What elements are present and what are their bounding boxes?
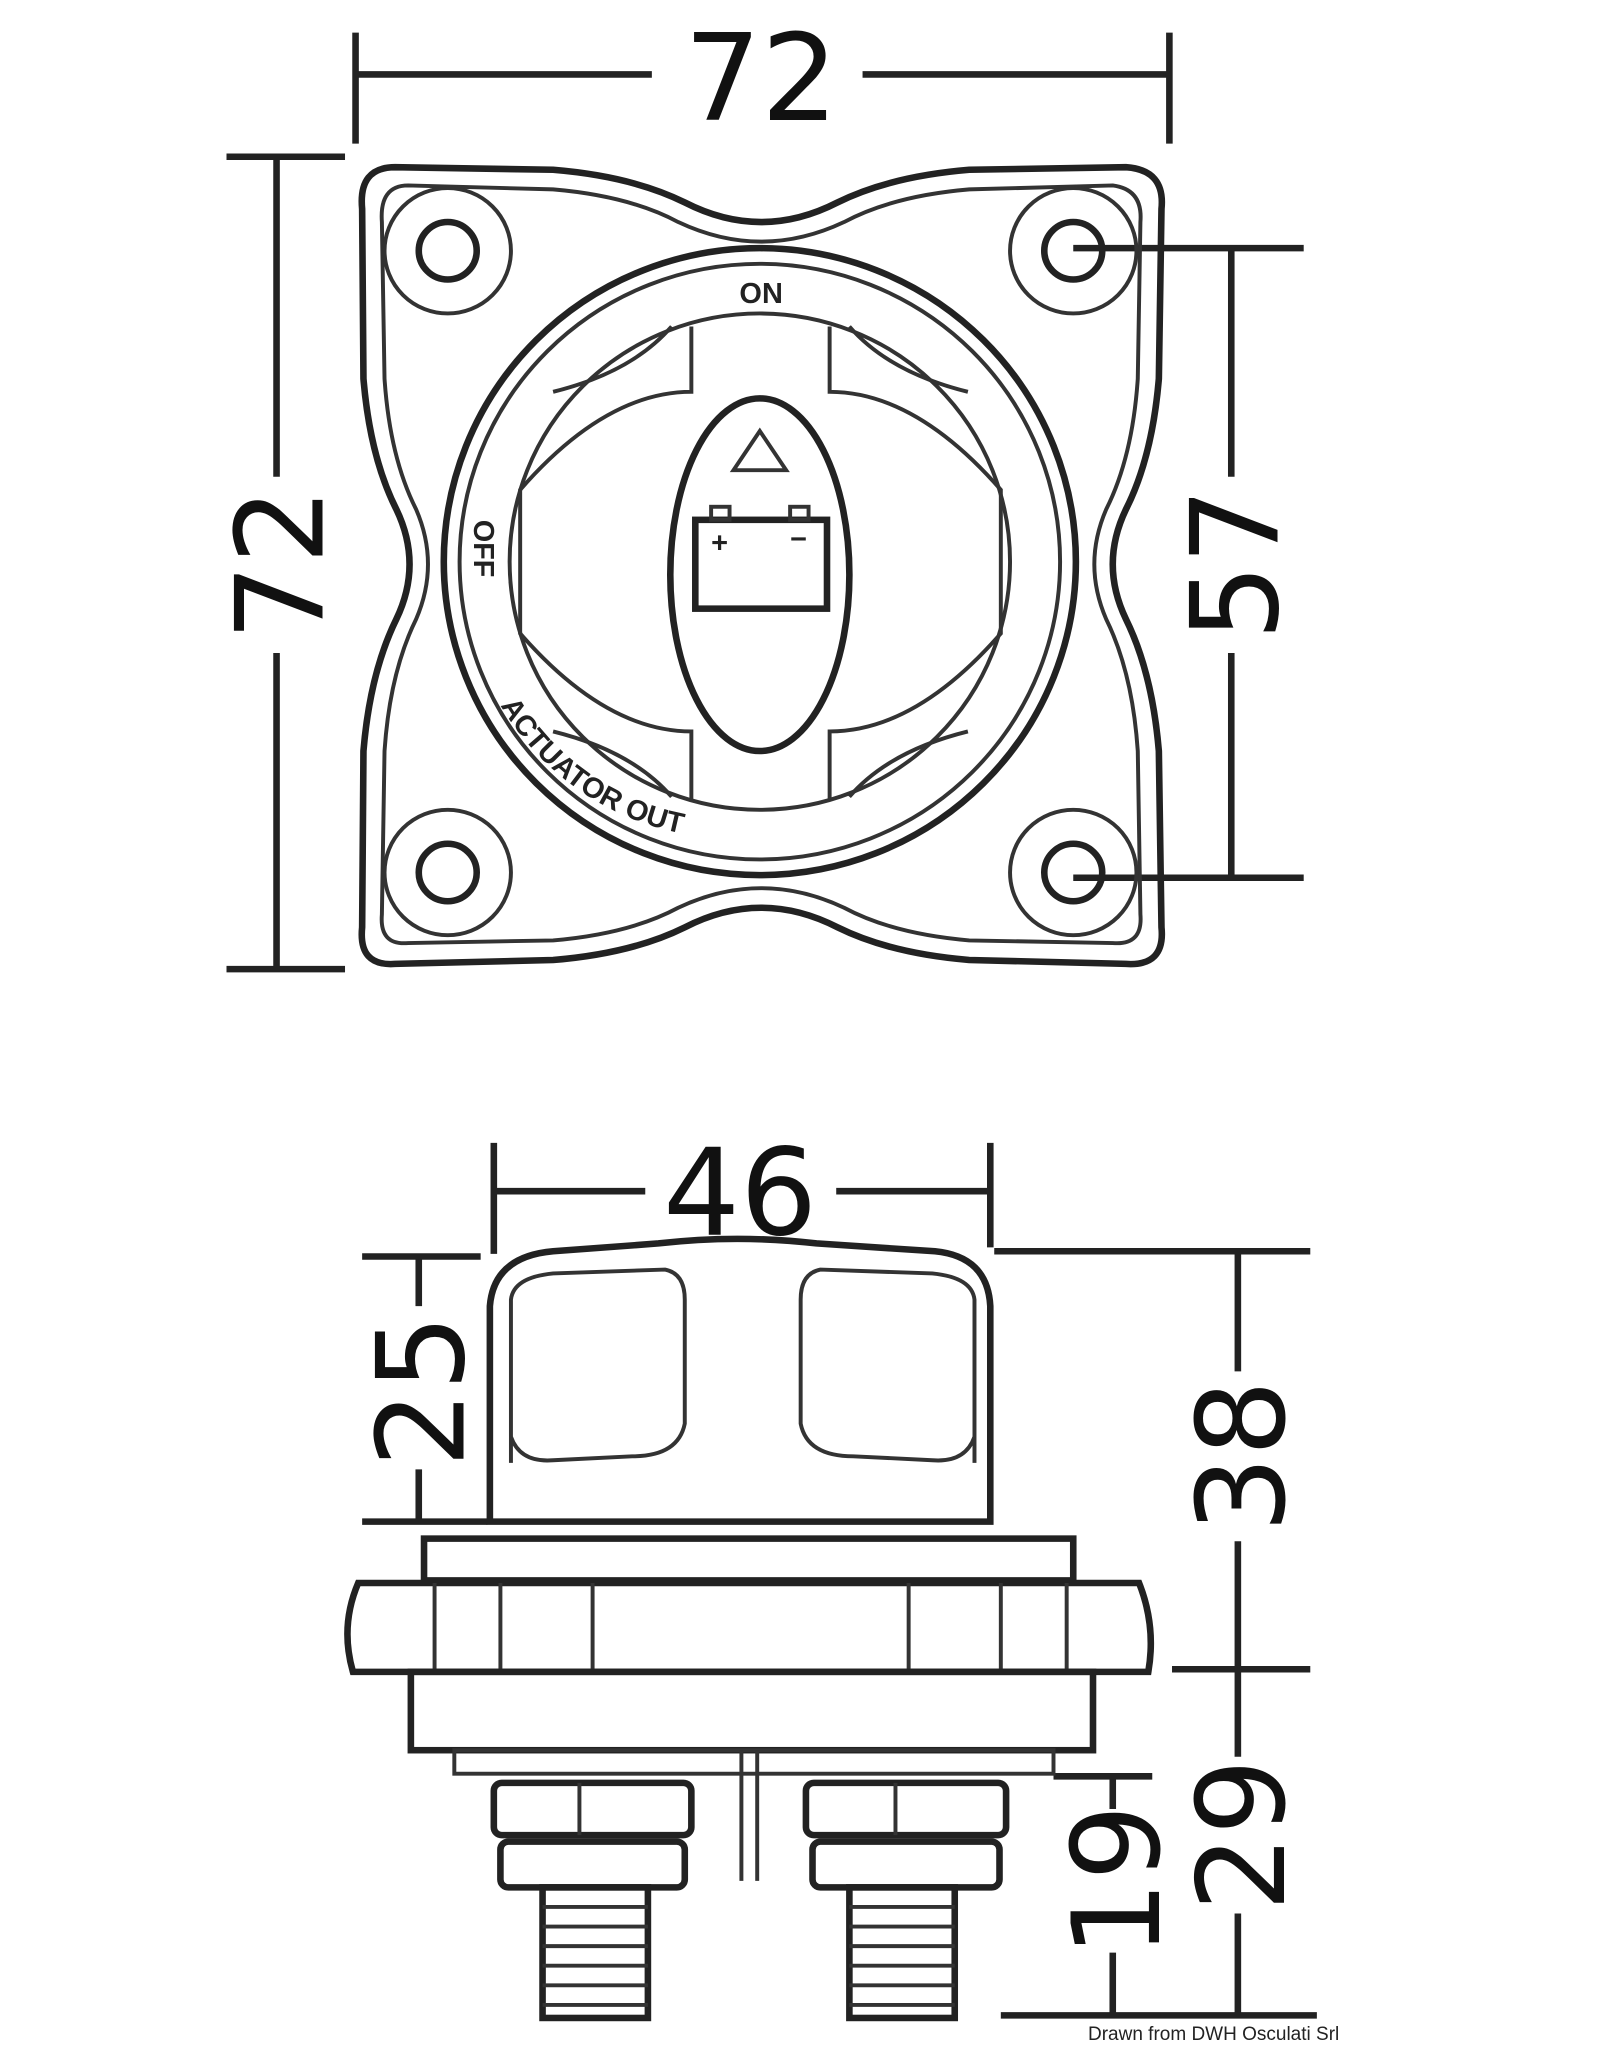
dim-label-38: 38 (1172, 1380, 1313, 1533)
svg-text:−: − (790, 524, 807, 556)
actuator-knob: +− (518, 325, 1003, 800)
dim-upper-height: 38 (994, 1248, 1313, 1673)
switch-top-view: +− ON OFF ACTUATOR OUT (358, 163, 1166, 968)
dim-top-height: 72 (211, 153, 352, 973)
dim-label-72-width: 72 (684, 10, 838, 149)
arrow-up-icon (729, 427, 790, 473)
dim-knob-width: 46 (490, 1124, 994, 1263)
dim-knob-height: 25 (352, 1253, 493, 1525)
mount-hole (1008, 186, 1139, 316)
mount-hole (1008, 807, 1139, 938)
dim-label-29: 29 (1172, 1759, 1313, 1912)
label-on: ON (739, 278, 782, 310)
dim-top-width: 72 (352, 10, 1173, 149)
battery-icon: +− (692, 504, 831, 612)
dim-label-57: 57 (1166, 488, 1307, 641)
dim-lower-height: 29 (1172, 1669, 1313, 2016)
mount-hole (382, 186, 513, 316)
caption: Drawn from DWH Osculati Srl (1088, 2024, 1340, 2045)
dim-label-25: 25 (352, 1315, 493, 1468)
dim-stud-height: 19 (1000, 1773, 1317, 2019)
dim-label-19: 19 (1047, 1804, 1188, 1957)
terminal-stud (490, 1779, 695, 2022)
mount-hole (382, 807, 513, 938)
dim-label-72-height: 72 (211, 488, 352, 641)
dim-hole-spacing: 57 (1073, 244, 1307, 881)
switch-side-view (344, 1235, 1155, 2022)
terminal-stud (802, 1779, 1010, 2022)
svg-text:+: + (711, 528, 728, 560)
label-off: OFF (467, 520, 499, 577)
